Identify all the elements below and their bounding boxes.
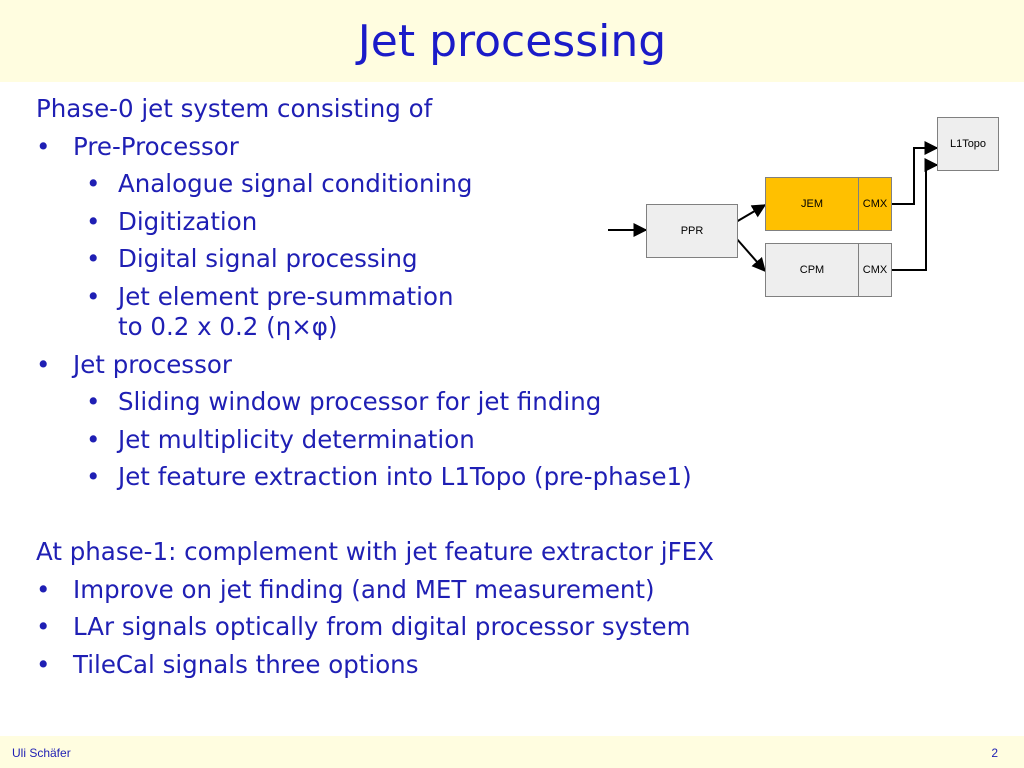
list-item-continuation: to 0.2 x 0.2 (η×φ) [118, 312, 338, 341]
list-item-text: Sliding window processor for jet finding [118, 387, 602, 416]
slide-title: Jet processing [357, 16, 667, 67]
bullet-icon: • [86, 387, 101, 416]
list-item: • Jet feature extraction into L1Topo (pr… [36, 458, 876, 496]
list-item: • Jet processor [36, 346, 876, 384]
list-item: • Digitization [36, 203, 876, 241]
list-item-text: Digitization [118, 206, 258, 236]
bullet-icon: • [86, 244, 101, 273]
list-item-text: Improve on jet finding (and MET measurem… [73, 574, 655, 604]
bullet-icon: • [86, 206, 101, 236]
list-item-text: Pre-Processor [73, 131, 239, 161]
list-item-text: Jet processor [73, 349, 232, 379]
cmx-top-block: CMX [858, 177, 892, 231]
list-item-text: Jet feature extraction into L1Topo (pre-… [118, 462, 692, 491]
jem-block: JEM [765, 177, 859, 231]
list-item-text: LAr signals optically from digital proce… [73, 612, 691, 641]
phase1-intro-text: At phase-1: complement with jet feature … [36, 537, 714, 566]
bullet-icon: • [36, 612, 51, 641]
bullet-icon: • [36, 574, 51, 604]
list-item-text: Jet element pre-summation [118, 281, 454, 311]
list-item-text: Jet multiplicity determination [118, 424, 475, 454]
l1topo-block: L1Topo [937, 117, 999, 171]
bullet-icon: • [36, 649, 51, 679]
bullet-icon: • [86, 424, 101, 454]
bullet-icon: • [36, 349, 51, 379]
list-item-text: Digital signal processing [118, 244, 418, 273]
block-diagram: PPR JEM CMX CPM CMX L1Topo [600, 110, 1010, 310]
diagram-connectors [608, 141, 939, 273]
footer-author: Uli Schäfer [12, 746, 71, 760]
footer-bar [0, 736, 1024, 768]
bullet-icon: • [86, 169, 101, 198]
slide-body: Phase-0 jet system consisting of • Pre-P… [36, 90, 876, 683]
ppr-block: PPR [646, 204, 738, 258]
cmx-bottom-to-l1topo-arrow [892, 158, 939, 271]
bullet-icon: • [36, 131, 51, 161]
list-item: • Pre-Processor [36, 128, 876, 166]
ppr-to-cpm-arrow [735, 237, 766, 273]
list-item: • TileCal signals three options [36, 646, 876, 684]
list-item: • Jet element pre-summation [36, 278, 876, 316]
ppr-to-jem-arrow [735, 204, 767, 223]
list-item: • LAr signals optically from digital pro… [36, 608, 876, 646]
list-item: • Sliding window processor for jet findi… [36, 383, 876, 421]
list-item-text: Analogue signal conditioning [118, 169, 473, 198]
bullet-icon: • [86, 462, 101, 491]
list-item-text: TileCal signals three options [73, 649, 419, 679]
list-item: • Jet multiplicity determination [36, 421, 876, 459]
cmx-bottom-block: CMX [858, 243, 892, 297]
list-item: • Improve on jet finding (and MET measur… [36, 571, 876, 609]
page-number: 2 [991, 746, 998, 760]
list-item: • Analogue signal conditioning [36, 165, 876, 203]
spacer [36, 496, 876, 534]
intro-text: Phase-0 jet system consisting of [36, 94, 433, 123]
list-item: • Digital signal processing [36, 240, 876, 278]
cpm-block: CPM [765, 243, 859, 297]
cmx-top-to-l1topo-arrow [892, 141, 939, 205]
bullet-icon: • [86, 281, 101, 311]
title-bar [0, 0, 1024, 82]
